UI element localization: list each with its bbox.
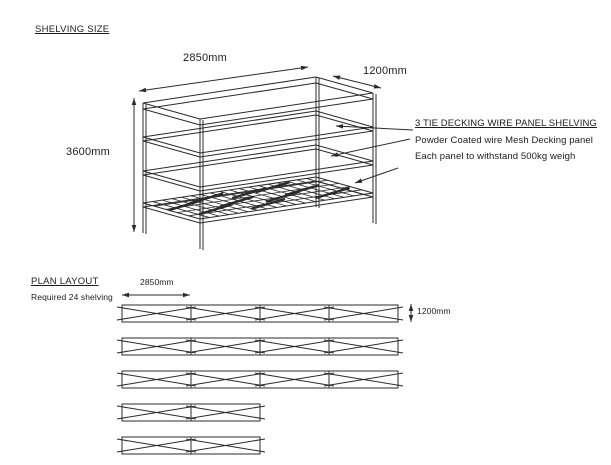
- dim-label-width: 2850mm: [183, 52, 227, 64]
- annotation-title: 3 TIE DECKING WIRE PANEL SHELVING: [415, 118, 597, 129]
- plan-note: Required 24 shelving: [31, 292, 113, 302]
- dim-label-height: 3600mm: [66, 146, 110, 158]
- plan-dim-depth: 1200mm: [417, 306, 451, 316]
- annotation-spec-1: Powder Coated wire Mesh Decking panel: [415, 135, 593, 146]
- section-title-plan-layout: PLAN LAYOUT: [31, 276, 99, 287]
- plan-dim-width: 2850mm: [140, 277, 174, 287]
- dim-label-depth: 1200mm: [363, 65, 407, 77]
- annotation-spec-2: Each panel to withstand 500kg weigh: [415, 151, 576, 162]
- section-title-shelving-size: SHELVING SIZE: [35, 24, 110, 35]
